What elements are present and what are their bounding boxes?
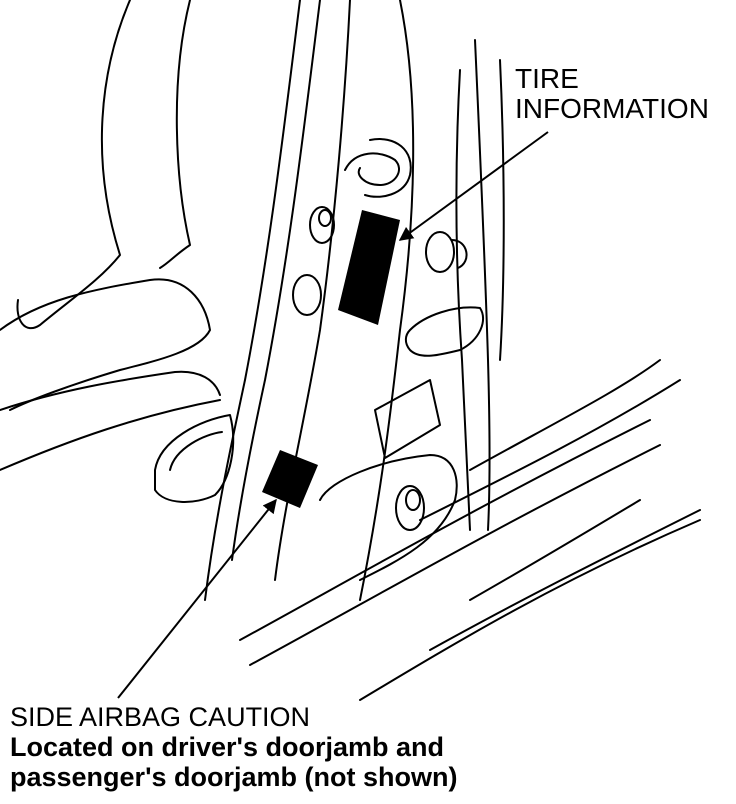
tire-leader-arrow (398, 131, 549, 241)
bolt-lower-inner (405, 489, 421, 511)
sill-line-1 (239, 419, 651, 641)
seat-cushion-edge (0, 278, 211, 411)
sill-line-2 (249, 444, 661, 666)
door-pocket-outer (154, 414, 235, 503)
striker-hook (344, 152, 400, 186)
pillar-lower-contour (319, 454, 458, 581)
sill-line-4 (429, 509, 701, 651)
tire-information-label-line2: INFORMATION (515, 93, 709, 124)
pillar-outer-left-2 (231, 0, 321, 561)
striker-base (364, 138, 412, 198)
tire-information-label-line1: TIRE (515, 63, 579, 94)
bolt-lower (395, 485, 425, 531)
door-frame-right (474, 39, 491, 531)
hinge-bracket (451, 239, 468, 269)
sill-line-6 (419, 379, 681, 521)
hinge-bolt (425, 231, 455, 273)
pillar-outer-left (204, 0, 301, 601)
seat-rail (0, 399, 221, 471)
side-airbag-leader-arrow (117, 498, 277, 699)
bolt-upper-inner (318, 209, 332, 227)
tire-information-label-patch (338, 210, 400, 325)
bolt-middle (292, 274, 322, 316)
side-airbag-caution-title: SIDE AIRBAG CAUTION (10, 702, 311, 732)
sill-line-5 (469, 499, 641, 601)
seat-back-outline (16, 0, 131, 330)
door-frame-outer (499, 59, 505, 361)
side-airbag-location-line1: Located on driver's doorjamb and (10, 732, 444, 762)
seat-back-inner (159, 0, 191, 269)
pillar-face-line (359, 0, 415, 601)
door-pocket-inner (169, 431, 223, 471)
side-airbag-location-line2: passenger's doorjamb (not shown) (10, 762, 458, 792)
bolt-upper (309, 206, 335, 244)
sill-line-3 (359, 519, 701, 701)
pillar-plate (374, 379, 441, 459)
sill-line-7 (469, 359, 661, 471)
seat-cushion-lower (0, 370, 221, 411)
door-frame-left (455, 69, 471, 531)
door-check-arm (404, 306, 485, 357)
side-airbag-caution-label-patch (262, 450, 318, 508)
